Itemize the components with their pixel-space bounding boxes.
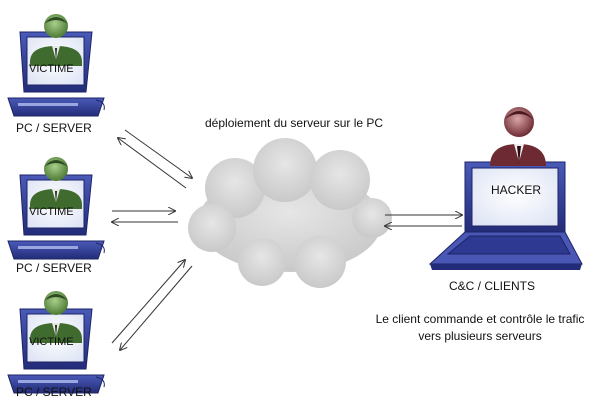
victim-1-screen-label: VICTIME — [29, 63, 74, 75]
person-icon — [30, 291, 82, 343]
victim-1-caption: PC / SERVER — [16, 121, 92, 135]
hacker-caption: C&C / CLIENTS — [449, 279, 536, 293]
arrow-pair-bottom — [111, 260, 193, 350]
victim-pc-1 — [7, 14, 105, 117]
hacker-person-icon — [490, 107, 546, 166]
hacker-laptop — [428, 107, 583, 270]
victim-pc-3 — [7, 291, 105, 394]
victim-3-screen-label: VICTIME — [29, 336, 74, 348]
victim-2-screen-label: VICTIME — [29, 206, 74, 218]
laptop-icon — [428, 161, 583, 270]
monitor-icon — [7, 308, 105, 394]
person-icon — [30, 14, 82, 66]
cloud-caption: déploiement du serveur sur le PC — [205, 116, 384, 130]
cloud-icon — [188, 138, 392, 288]
victim-3-caption: PC / SERVER — [16, 385, 92, 399]
arrow-pair-top — [118, 129, 192, 189]
arrows — [111, 129, 462, 350]
hacker-note-line-2: vers plusieurs serveurs — [418, 329, 542, 343]
hacker-note: Le client commande et contrôle le trafic… — [360, 311, 600, 345]
victim-pc-2 — [7, 157, 105, 260]
arrow-pair-right — [385, 215, 462, 226]
arrow-pair-middle — [112, 211, 178, 222]
person-icon — [30, 157, 82, 209]
hacker-note-line-1: Le client commande et contrôle le trafic — [375, 312, 585, 326]
victim-2-caption: PC / SERVER — [16, 261, 92, 275]
hacker-screen-label: HACKER — [491, 183, 542, 197]
